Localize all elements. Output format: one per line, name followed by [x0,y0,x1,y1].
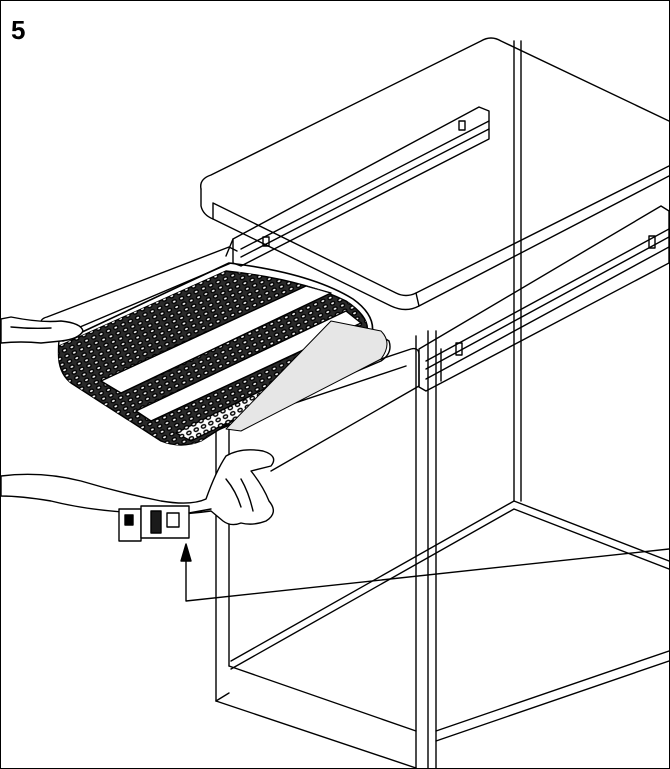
side-rail [418,205,669,392]
hinge-bracket [118,505,212,542]
up-arrow-icon [180,543,669,602]
upper-rail [225,106,490,267]
left-hand [1,316,84,344]
step-number: 5 [11,15,26,45]
top-panel [200,37,669,311]
